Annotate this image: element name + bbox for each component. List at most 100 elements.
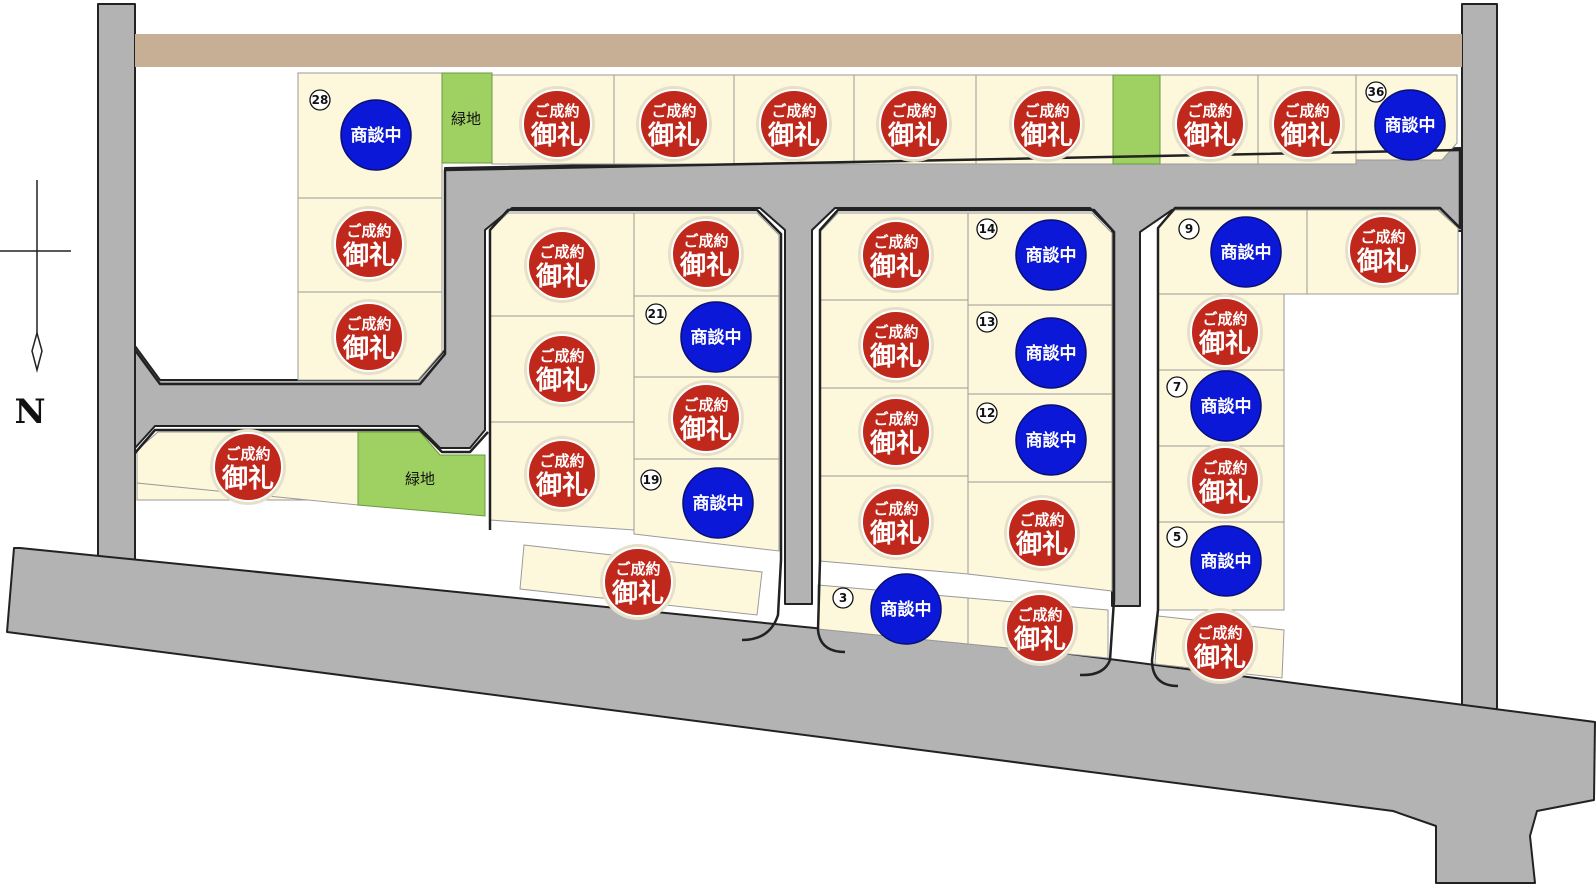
lot-number-badge: 36 bbox=[1365, 81, 1387, 103]
svg-text:御礼: 御礼 bbox=[1015, 529, 1068, 560]
svg-text:御礼: 御礼 bbox=[679, 414, 732, 445]
svg-text:ご成約: ご成約 bbox=[615, 560, 660, 578]
svg-text:御礼: 御礼 bbox=[767, 120, 820, 151]
brown-strip bbox=[135, 34, 1462, 67]
negotiating-stamp: 商談中 bbox=[340, 99, 412, 171]
block-outline bbox=[818, 208, 1116, 677]
svg-text:ご成約: ご成約 bbox=[346, 222, 391, 240]
svg-text:3: 3 bbox=[839, 591, 847, 605]
lot-number-badges: 28 36 21 19 14 13 12 3 9 7 5 bbox=[309, 81, 1387, 609]
svg-text:28: 28 bbox=[312, 93, 329, 107]
road-west bbox=[97, 3, 136, 567]
svg-text:御礼: 御礼 bbox=[535, 261, 588, 292]
negotiating-stamp: 商談中 bbox=[1015, 219, 1087, 291]
svg-text:ご成約: ご成約 bbox=[873, 500, 918, 518]
svg-text:36: 36 bbox=[1368, 85, 1385, 99]
svg-text:21: 21 bbox=[648, 307, 665, 321]
block-outline bbox=[488, 208, 783, 642]
svg-text:ご成約: ご成約 bbox=[771, 102, 816, 120]
svg-text:7: 7 bbox=[1173, 380, 1181, 394]
north-compass: N bbox=[0, 180, 71, 432]
svg-text:御礼: 御礼 bbox=[869, 428, 922, 459]
svg-text:ご成約: ご成約 bbox=[1284, 102, 1329, 120]
svg-text:御礼: 御礼 bbox=[1198, 477, 1251, 508]
svg-text:ご成約: ご成約 bbox=[346, 315, 391, 333]
green-space bbox=[441, 72, 493, 164]
svg-text:商談中: 商談中 bbox=[1385, 115, 1436, 136]
svg-text:御礼: 御礼 bbox=[535, 365, 588, 396]
block-outlines bbox=[133, 148, 1462, 688]
svg-text:9: 9 bbox=[1185, 222, 1193, 236]
svg-text:ご成約: ご成約 bbox=[539, 452, 584, 470]
svg-text:ご成約: ご成約 bbox=[1017, 606, 1062, 624]
svg-text:御礼: 御礼 bbox=[869, 518, 922, 549]
negotiating-stamps: 商談中 商談中 商談中 商談中 商談中 商談中 商談中 商談中 商談中 商談中 … bbox=[340, 89, 1446, 645]
svg-text:御礼: 御礼 bbox=[342, 333, 395, 364]
lot-number-badge: 28 bbox=[309, 89, 331, 111]
svg-text:14: 14 bbox=[979, 222, 996, 236]
lot-number-badge: 19 bbox=[640, 469, 662, 491]
svg-text:商談中: 商談中 bbox=[1026, 343, 1077, 364]
svg-text:御礼: 御礼 bbox=[1193, 642, 1246, 673]
svg-text:御礼: 御礼 bbox=[1183, 120, 1236, 151]
svg-text:御礼: 御礼 bbox=[342, 240, 395, 271]
svg-text:商談中: 商談中 bbox=[691, 327, 742, 348]
road-main-south bbox=[6, 547, 1596, 884]
svg-text:御礼: 御礼 bbox=[535, 470, 588, 501]
svg-text:御礼: 御礼 bbox=[869, 341, 922, 372]
block-outline bbox=[133, 148, 1461, 386]
svg-text:ご成約: ご成約 bbox=[1360, 228, 1405, 246]
svg-text:商談中: 商談中 bbox=[1026, 245, 1077, 266]
lot-number-badge: 7 bbox=[1166, 376, 1188, 398]
svg-text:ご成約: ご成約 bbox=[683, 232, 728, 250]
compass-arrow-icon bbox=[31, 330, 43, 373]
lot-number-badge: 21 bbox=[645, 303, 667, 325]
negotiating-stamp: 商談中 bbox=[870, 573, 942, 645]
svg-text:ご成約: ご成約 bbox=[683, 396, 728, 414]
road-east bbox=[1461, 3, 1498, 731]
svg-text:御礼: 御礼 bbox=[1280, 120, 1333, 151]
negotiating-stamp: 商談中 bbox=[1374, 89, 1446, 161]
svg-text:商談中: 商談中 bbox=[1221, 242, 1272, 263]
svg-text:19: 19 bbox=[643, 473, 660, 487]
svg-text:御礼: 御礼 bbox=[647, 120, 700, 151]
lot-number-badge: 14 bbox=[976, 218, 998, 240]
svg-text:5: 5 bbox=[1173, 530, 1181, 544]
svg-text:御礼: 御礼 bbox=[887, 120, 940, 151]
svg-text:ご成約: ご成約 bbox=[534, 102, 579, 120]
svg-text:御礼: 御礼 bbox=[1198, 328, 1251, 359]
svg-text:ご成約: ご成約 bbox=[539, 347, 584, 365]
svg-text:ご成約: ご成約 bbox=[873, 410, 918, 428]
green-space bbox=[357, 431, 486, 517]
green-space-label: 緑地 bbox=[405, 470, 435, 488]
svg-text:商談中: 商談中 bbox=[693, 493, 744, 514]
lot-number-badge: 13 bbox=[976, 311, 998, 333]
negotiating-stamp: 商談中 bbox=[680, 301, 752, 373]
svg-text:御礼: 御礼 bbox=[1020, 120, 1073, 151]
svg-text:御礼: 御礼 bbox=[1013, 624, 1066, 655]
negotiating-stamp: 商談中 bbox=[1015, 404, 1087, 476]
svg-text:ご成約: ご成約 bbox=[225, 445, 270, 463]
svg-text:ご成約: ご成約 bbox=[1197, 624, 1242, 642]
negotiating-stamp: 商談中 bbox=[1190, 370, 1262, 442]
block-outline bbox=[134, 428, 489, 454]
